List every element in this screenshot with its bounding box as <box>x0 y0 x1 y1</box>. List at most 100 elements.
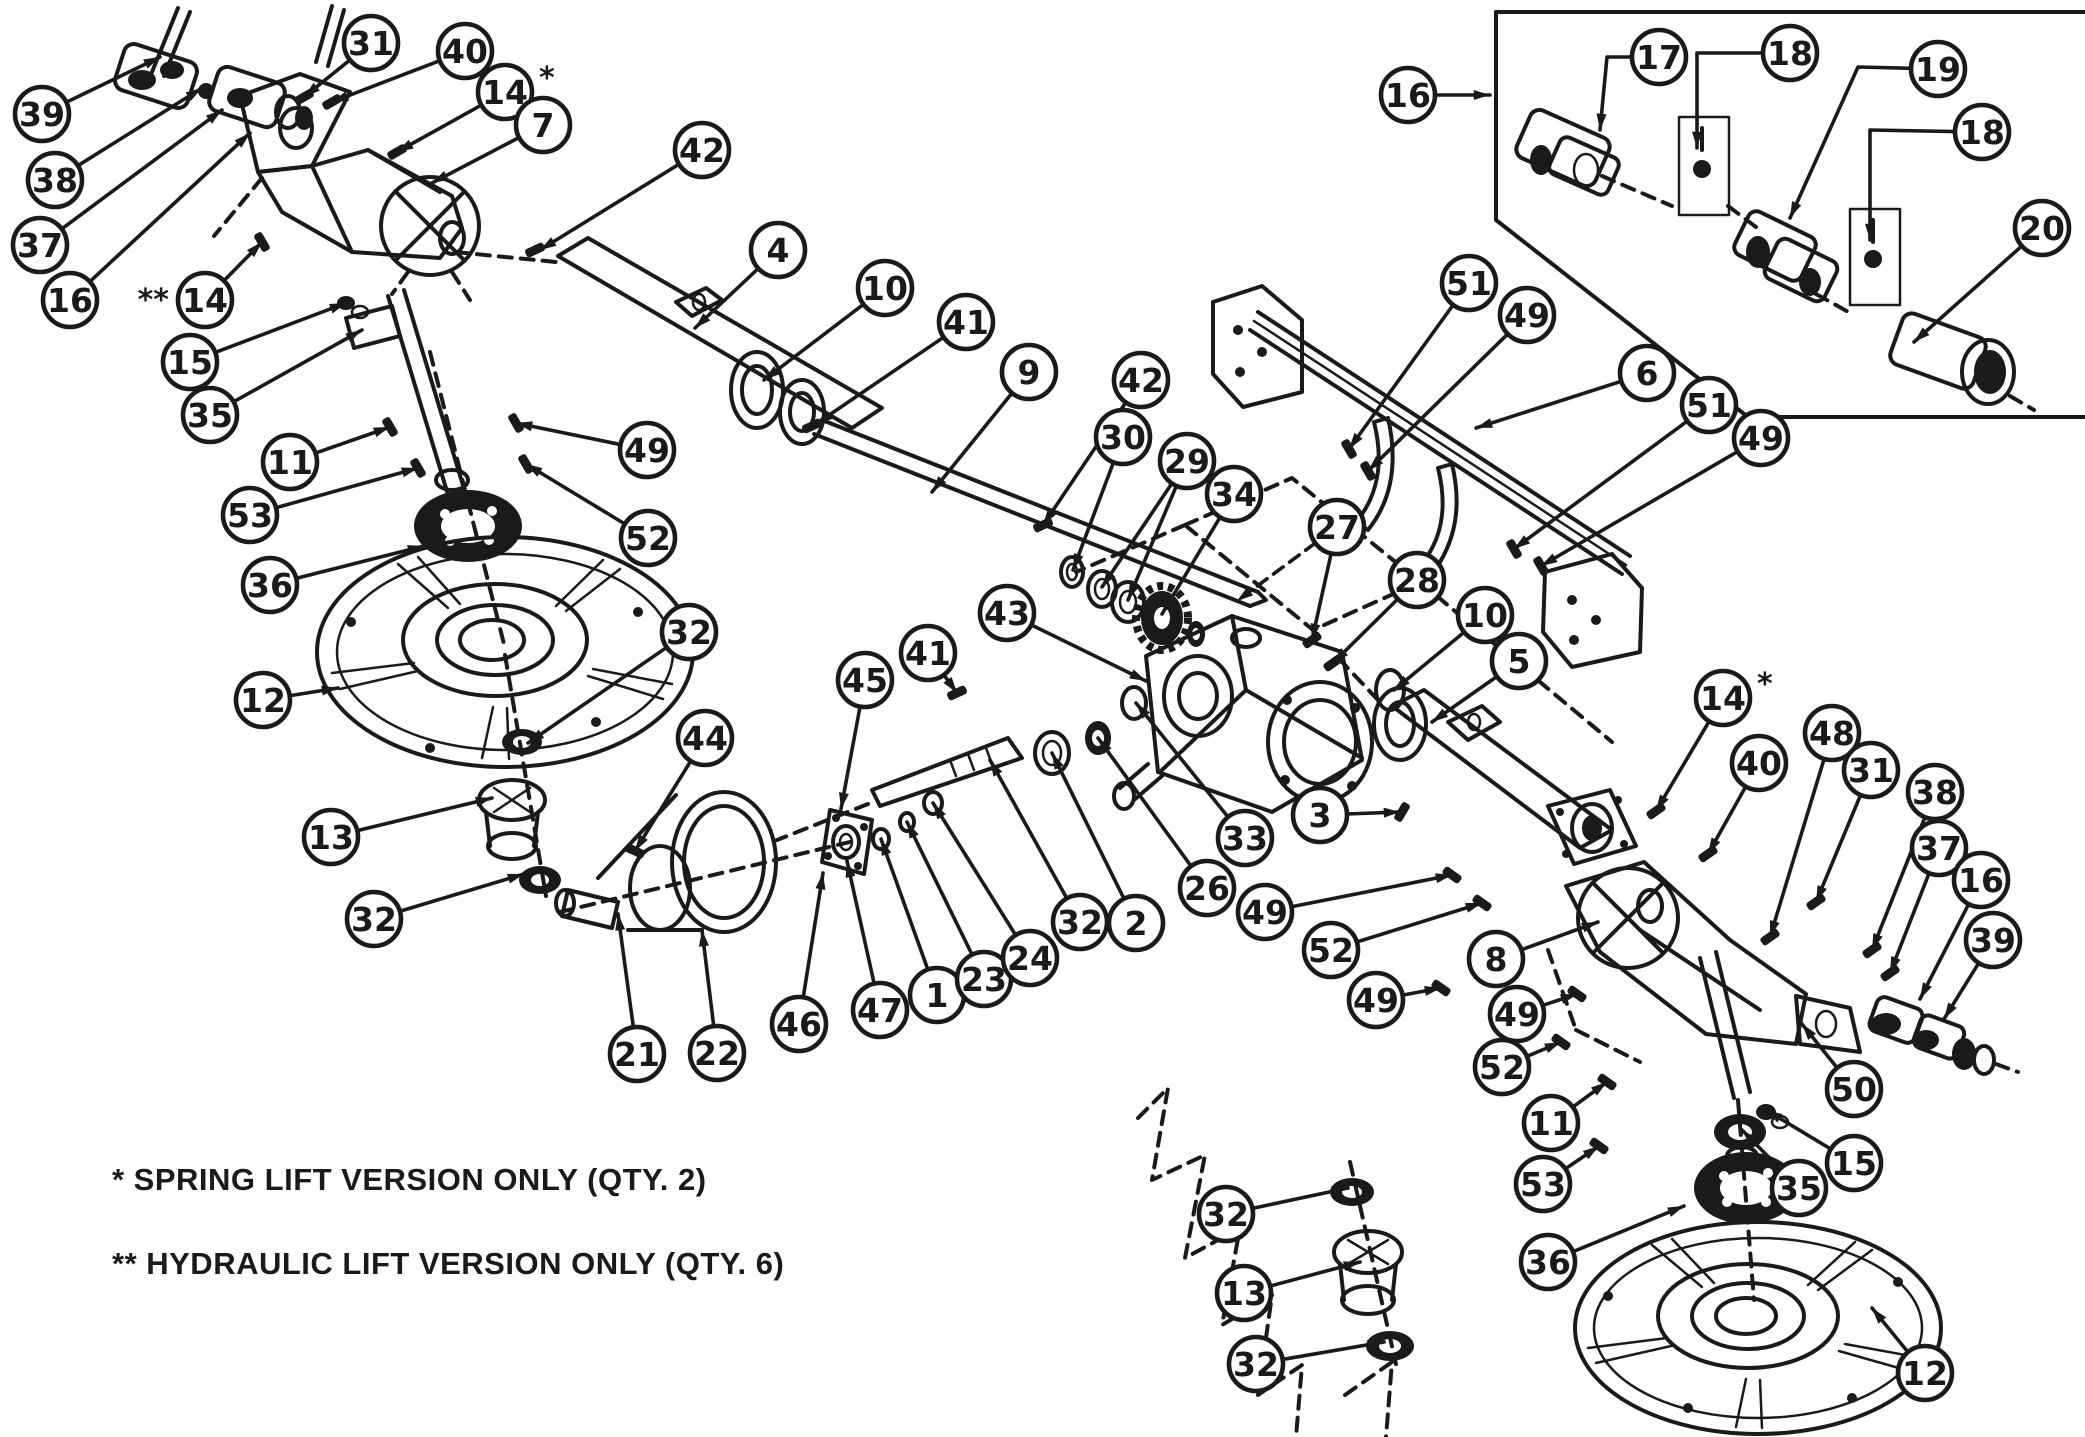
callout-number: 28 <box>1394 561 1440 600</box>
callout-number: 18 <box>1767 34 1813 73</box>
callout-32: 32 <box>988 758 1110 952</box>
callout-42: 42 <box>538 120 732 252</box>
callout-38: 38 <box>25 86 204 210</box>
callout-27: 27 <box>1235 497 1367 642</box>
callout-43: 43 <box>977 583 1148 683</box>
callout-balloon <box>1841 740 1901 800</box>
callout-balloon <box>936 292 996 352</box>
callout-number: 52 <box>1479 1048 1525 1087</box>
callout-balloon <box>180 385 240 445</box>
callout-32: 32 <box>1226 1334 1386 1394</box>
callout-number: 32 <box>666 613 712 652</box>
callout-balloon <box>1951 850 2011 910</box>
callout-35: 35 <box>180 328 364 445</box>
bottom-hub-stack <box>1330 1160 1414 1366</box>
callout-number: 12 <box>1902 1354 1948 1393</box>
callout-balloon <box>233 670 293 730</box>
callout-number: 51 <box>1686 386 1732 425</box>
callout-39: 39 <box>1942 910 2023 1021</box>
callout-number: 44 <box>682 719 728 758</box>
callout-number: 53 <box>227 496 273 535</box>
callout-14: 14** <box>138 240 264 330</box>
callout-number: 41 <box>943 303 989 342</box>
inset-driveline-parts <box>1514 107 2036 412</box>
right-spindle-tube <box>1340 660 1638 866</box>
callout-17: 17 <box>1596 27 1689 132</box>
callout-balloon <box>1106 893 1166 953</box>
callout-number: 33 <box>1222 819 1268 858</box>
callout-number: 5 <box>1508 642 1531 681</box>
callout-number: 40 <box>1736 744 1782 783</box>
callout-number: 13 <box>1221 1274 1267 1313</box>
callout-balloon <box>1111 350 1171 410</box>
callout-number: 35 <box>187 396 233 435</box>
callout-balloon <box>850 980 910 1040</box>
callout-number: 23 <box>961 960 1007 999</box>
callout-number: 11 <box>1528 1104 1574 1143</box>
callout-number: 53 <box>1520 1165 1566 1204</box>
callout-balloon <box>1802 703 1862 763</box>
callout-balloon <box>748 220 808 280</box>
left-lift-arm <box>212 4 558 302</box>
callout-number: 32 <box>1203 1195 1249 1234</box>
callout-balloon <box>769 994 829 1054</box>
callout-15: 15 <box>1764 1108 1884 1193</box>
callout-21: 21 <box>607 912 667 1084</box>
callout-number: 10 <box>1462 596 1508 635</box>
callout-number: 8 <box>1485 940 1508 979</box>
callout-balloon <box>1518 1232 1578 1292</box>
footnotes: * SPRING LIFT VERSION ONLY (QTY. 2) ** H… <box>112 1162 784 1281</box>
callout-22: 22 <box>687 928 747 1083</box>
callout-5: 5 <box>1430 631 1549 724</box>
callout-balloon <box>10 215 70 275</box>
callout-balloon <box>1472 1037 1532 1097</box>
callout-number: 27 <box>1314 508 1360 547</box>
callout-balloon <box>855 258 915 318</box>
callout-35: 35 <box>1740 1128 1829 1218</box>
callout-number: 37 <box>1916 829 1962 868</box>
callout-balloon <box>1196 1184 1256 1244</box>
callout-balloon <box>260 432 320 492</box>
callout-14: 14* <box>1654 667 1773 813</box>
callout-32: 32 <box>526 602 719 745</box>
callout-number: 18 <box>1959 113 2005 152</box>
callout-49: 49 <box>514 420 677 480</box>
callout-10: 10 <box>762 258 915 382</box>
callout-number: 24 <box>1007 939 1053 978</box>
callout-balloon <box>1226 1334 1286 1394</box>
callout-balloon <box>2012 198 2072 258</box>
callout-11: 11 <box>260 425 392 492</box>
callout-48: 48 <box>1768 703 1862 939</box>
callout-number: 2 <box>1125 904 1148 943</box>
callout-13: 13 <box>301 796 494 867</box>
callout-balloon <box>12 84 72 144</box>
callout-12: 12 <box>1870 1306 1955 1403</box>
callout-balloon <box>999 342 1059 402</box>
callout-number: 29 <box>1164 442 1210 481</box>
callout-number: 22 <box>694 1034 740 1073</box>
callout-balloon <box>160 332 220 392</box>
callout-balloon <box>1679 375 1739 435</box>
callout-49: 49 <box>1346 970 1443 1030</box>
callout-47: 47 <box>845 859 910 1040</box>
callout-number: 40 <box>442 32 488 71</box>
callout-number: 14 <box>482 73 528 112</box>
callout-number: 49 <box>1738 419 1784 458</box>
callout-number: 3 <box>1309 796 1332 835</box>
callout-42: 42 <box>1041 350 1171 527</box>
fastener-pin <box>1394 802 1410 822</box>
callout-39: 39 <box>12 55 162 144</box>
callout-8: 8 <box>1466 920 1600 989</box>
callout-balloon <box>898 623 958 683</box>
callout-number: 19 <box>1915 50 1961 89</box>
callout-balloon <box>1909 818 1969 878</box>
callout-number: 14 <box>182 281 228 320</box>
callout-number: 39 <box>1970 921 2016 960</box>
cone-guard <box>554 790 860 934</box>
callout-balloon <box>1693 668 1753 728</box>
callout-number: 49 <box>1353 981 1399 1020</box>
callout-balloon <box>1215 808 1275 868</box>
callout-number: 32 <box>1057 903 1103 942</box>
callout-number: 10 <box>862 269 908 308</box>
